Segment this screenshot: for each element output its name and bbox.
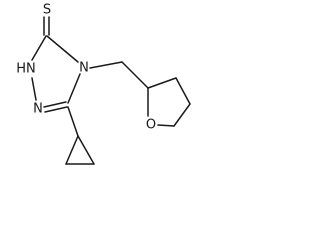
n4-atom-label: N <box>79 61 89 76</box>
c3-n4-bond <box>46 35 79 63</box>
cyclopropyl-bond-b <box>77 135 95 165</box>
c3-nh-bond <box>31 35 47 61</box>
n4-ch2-bond <box>89 61 123 69</box>
cyclopropyl-bond-a <box>65 135 79 165</box>
n2-c5-bond-b <box>44 106 68 113</box>
triazole-ring <box>31 16 81 113</box>
n2-atom-label: N <box>33 102 43 117</box>
nh-atom-label: HN <box>16 62 36 77</box>
methylene-linker <box>89 61 149 89</box>
nh-n2-bond <box>31 77 37 101</box>
molecule-structure-diagram: S HN N N O <box>16 3 191 165</box>
ch2-c2-bond <box>121 61 149 89</box>
cyclopropyl-group <box>65 106 95 165</box>
thf-c3-c4-bond <box>175 77 191 105</box>
thf-c2-c3-bond <box>147 77 177 89</box>
thf-c5-o-bond <box>157 124 175 127</box>
sulfur-atom-label: S <box>43 3 51 18</box>
oxygen-atom-label: O <box>146 118 156 133</box>
thf-c4-c5-bond <box>173 103 191 127</box>
c5-cyclopropyl-bond <box>67 106 79 137</box>
c5-n4-bond <box>67 73 81 104</box>
n2-c5-bond-a <box>43 101 67 108</box>
tetrahydrofuran-ring <box>147 77 191 127</box>
